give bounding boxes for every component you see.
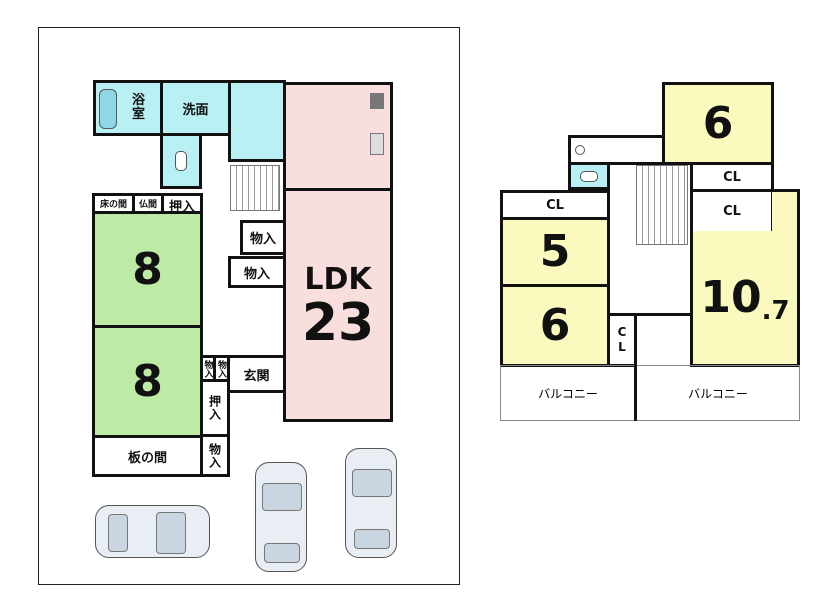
room-6: 6: [500, 284, 610, 367]
oshiire-2-label: 押入: [207, 395, 222, 421]
washroom-label: 洗面: [182, 102, 209, 118]
ldk-room: LDK 23: [283, 188, 393, 422]
hall-wet: [228, 80, 286, 162]
lot-boundary: [38, 27, 460, 585]
toilet: [160, 133, 202, 189]
room-5-size: 5: [539, 226, 571, 277]
room-large-size-decimal: .7: [761, 296, 790, 326]
balcony-2: バルコニー: [636, 365, 800, 421]
ldk-kitchen: [283, 82, 393, 194]
car-icon: [345, 448, 397, 558]
balcony-2-label: バルコニー: [688, 386, 748, 401]
small-storage-2-label: 物入: [216, 359, 226, 378]
wood-room: 板の間: [92, 435, 203, 477]
storage-3: 物入: [200, 434, 230, 477]
room-10-7: 10.7: [690, 231, 800, 367]
tatami-room-2: 8: [92, 325, 203, 438]
oshiire-1-label: 押入: [168, 199, 195, 215]
closet-3: CL: [500, 190, 610, 220]
stairs-2f: [636, 165, 688, 245]
room-top-6: 6: [662, 82, 774, 165]
storage-3-label: 物入: [207, 442, 222, 469]
washroom: 洗面: [160, 80, 231, 136]
wc-sink: [568, 135, 663, 165]
closet-small-label: CL: [615, 325, 629, 355]
oshiire-2: 押入: [200, 379, 230, 437]
car-icon: [255, 462, 307, 572]
stairs: [230, 165, 280, 211]
bathtub-icon: [99, 89, 117, 129]
ldk-label: LDK: [304, 261, 372, 297]
car-icon: [95, 505, 210, 558]
balcony-1-label: バルコニー: [538, 386, 598, 401]
sink-icon: [370, 133, 384, 155]
closet-small: CL: [607, 313, 637, 367]
room-10-7-upper: [772, 189, 800, 234]
bath-label: 浴室: [132, 92, 146, 122]
balcony-divider: [634, 313, 637, 421]
small-storage-1-label: 物入: [202, 359, 213, 378]
ldk-size: 23: [301, 292, 375, 353]
butsuma-label: 仏間: [138, 200, 157, 210]
closet-2-label: CL: [723, 204, 741, 219]
closet-1: CL: [690, 162, 774, 192]
storage-1: 物入: [240, 220, 286, 255]
room-5: 5: [500, 217, 610, 287]
closet-3-label: CL: [546, 197, 564, 213]
sink-icon: [575, 145, 585, 155]
toilet-icon: [175, 151, 187, 171]
room-top-size: 6: [702, 97, 734, 149]
hall-2f-wall: [634, 313, 692, 316]
entrance: 玄関: [227, 355, 286, 393]
tatami-room-2-size: 8: [132, 355, 163, 407]
toilet-icon: [580, 170, 598, 182]
room-large-size: 10: [700, 271, 762, 323]
balcony-1: バルコニー: [500, 365, 636, 421]
storage-1-label: 物入: [249, 232, 276, 247]
wood-room-label: 板の間: [127, 450, 167, 466]
closet-1-label: CL: [723, 169, 741, 185]
toilet-2f: [568, 162, 610, 190]
bath-room: 浴室: [93, 80, 163, 136]
storage-2-label: 物入: [243, 266, 270, 282]
stove-icon: [370, 93, 384, 109]
room-6-size: 6: [539, 299, 571, 351]
tatami-room-1: 8: [92, 211, 203, 328]
storage-2: 物入: [228, 256, 286, 288]
tatami-room-1-size: 8: [132, 243, 163, 295]
entrance-label: 玄関: [243, 368, 270, 384]
closet-2: CL: [690, 189, 774, 234]
tokonoma-label: 床の間: [99, 200, 127, 210]
